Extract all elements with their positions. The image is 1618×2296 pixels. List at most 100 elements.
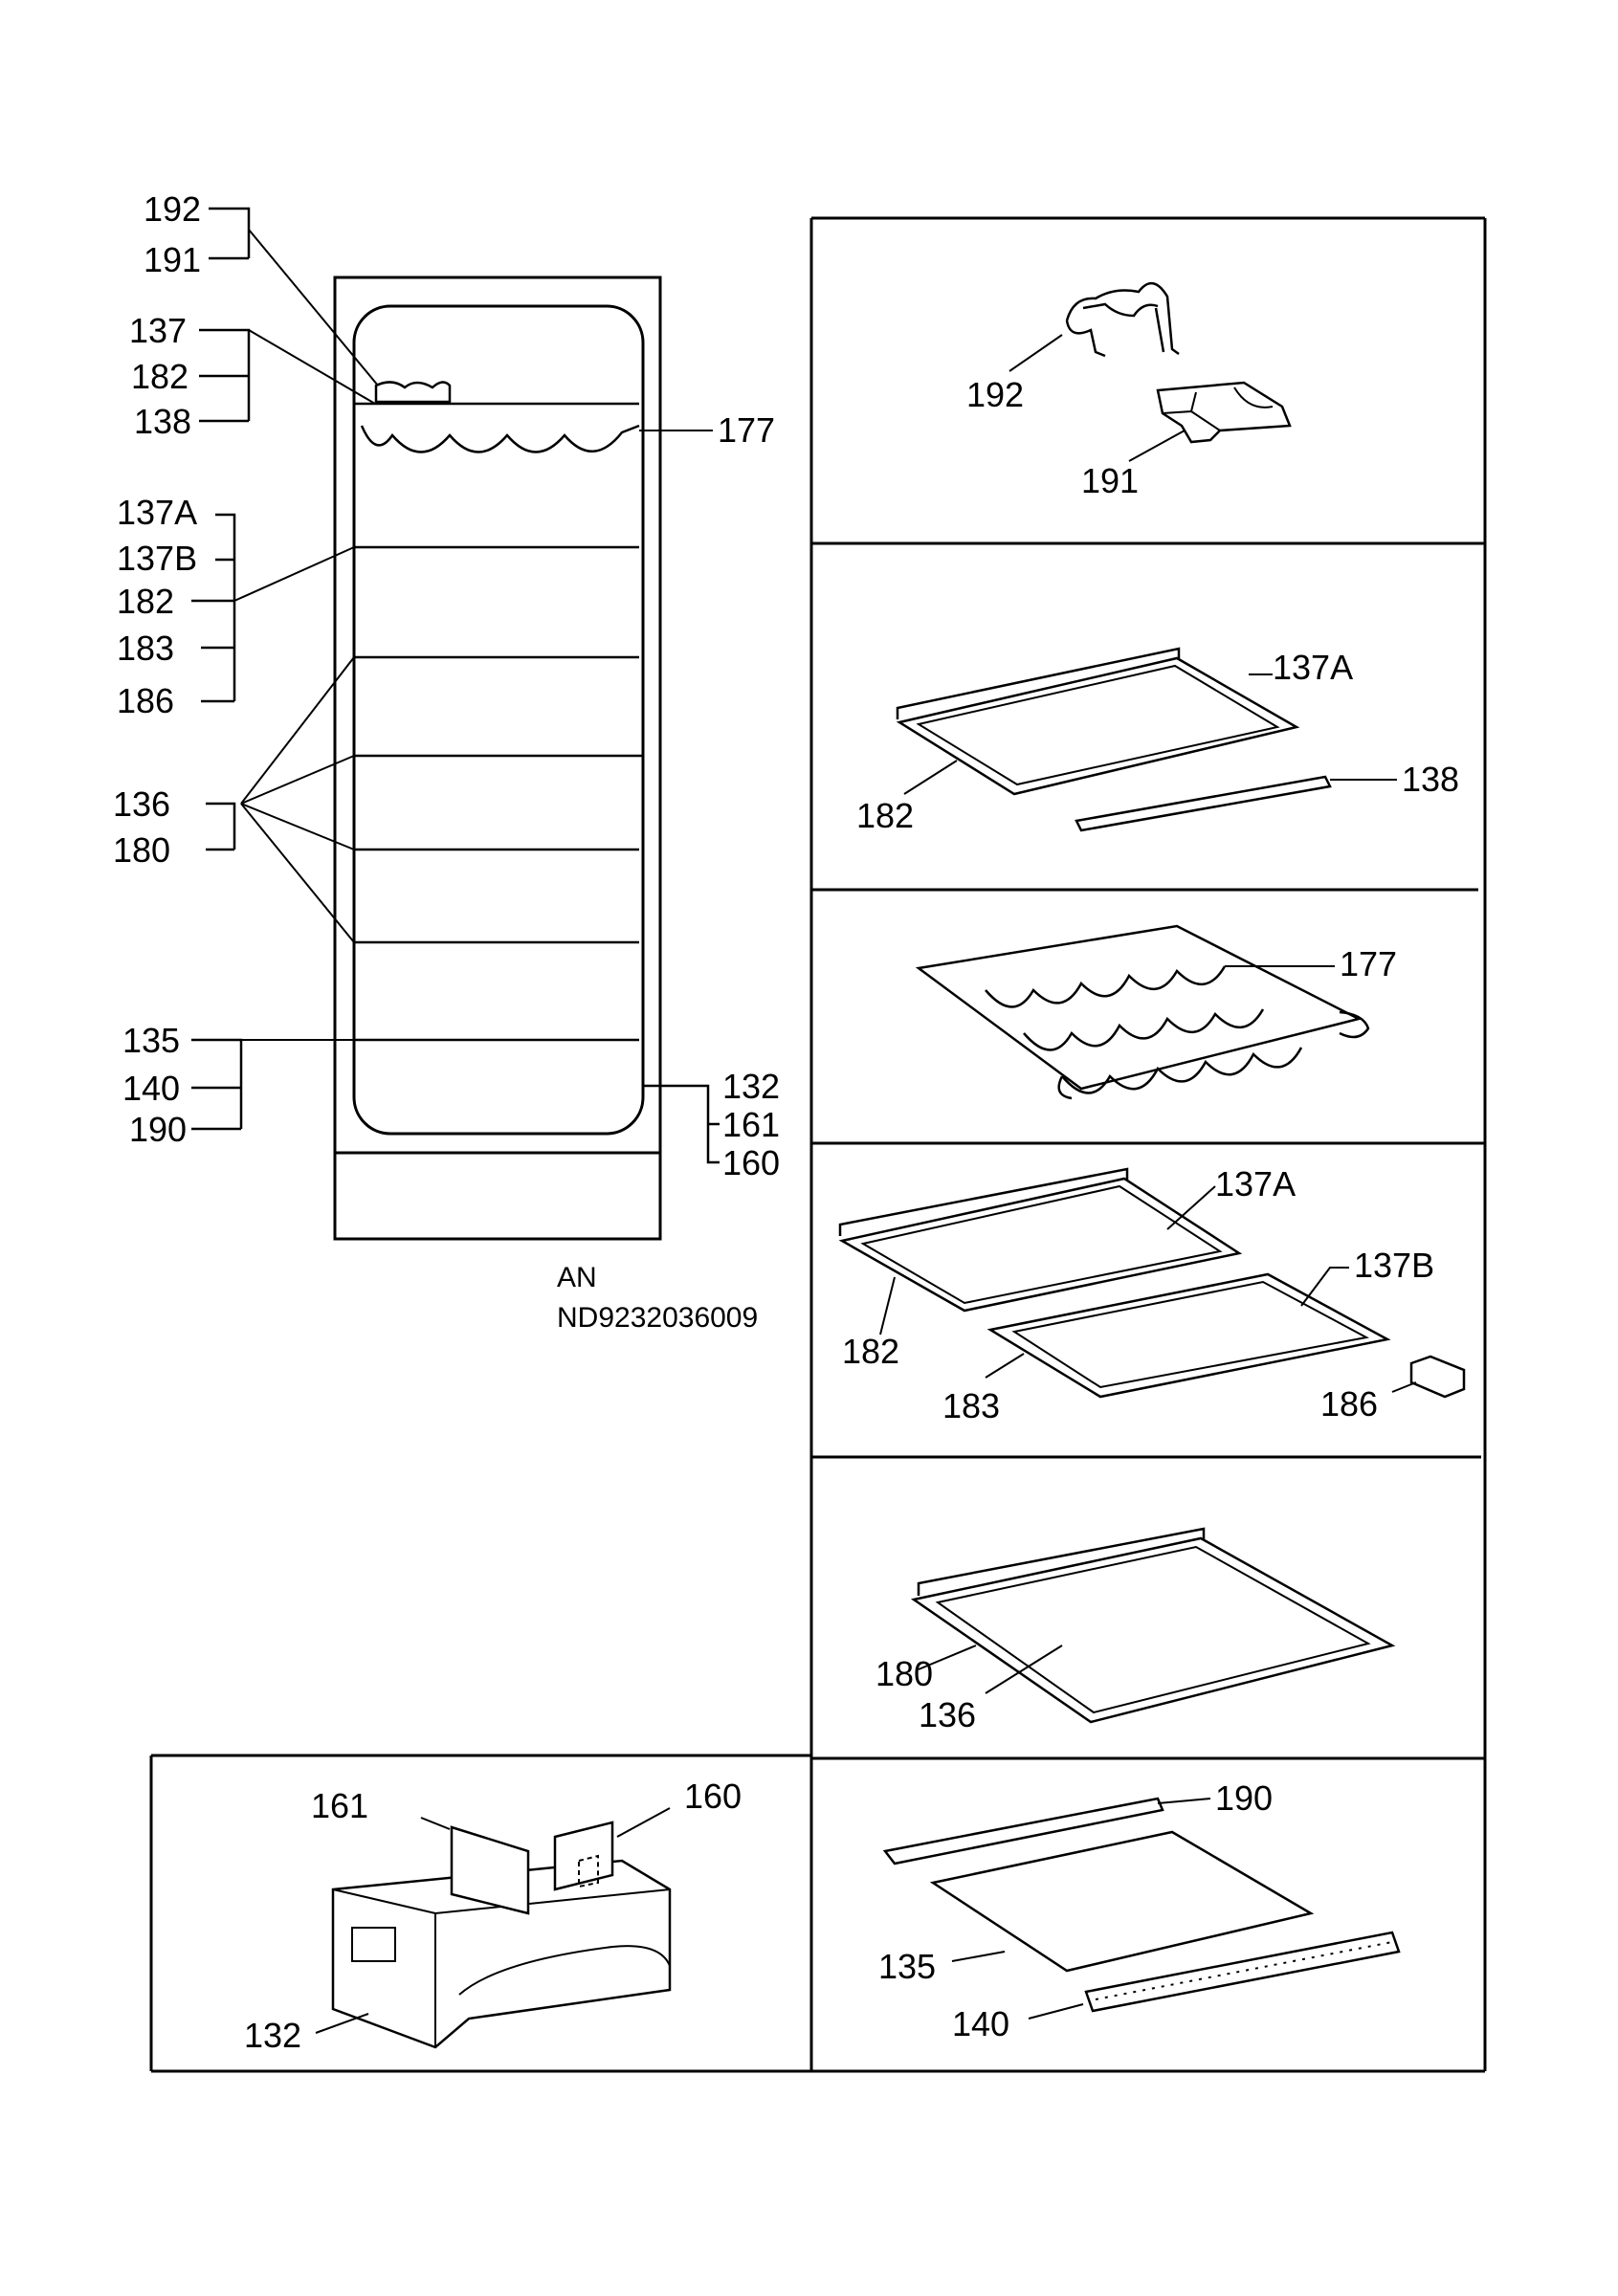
p5-label-180: 180: [875, 1654, 933, 1693]
p4-label-137A: 137A: [1215, 1164, 1296, 1203]
p7-label-190: 190: [1215, 1778, 1273, 1818]
rack-177-wave-3: [1061, 1047, 1303, 1094]
clip-191-detail: [1162, 386, 1274, 431]
panel-grid: [149, 216, 1487, 2073]
label-160: 160: [722, 1143, 780, 1182]
panel-bottle-clip: 192 191: [966, 282, 1292, 500]
leader-p4-186: [1391, 1381, 1417, 1393]
p7-label-135: 135: [878, 1947, 936, 1986]
leader-136-d: [240, 803, 355, 943]
trim-138: [1075, 775, 1332, 832]
label-182: 182: [117, 582, 174, 621]
shelf-4-137B-glass: [1011, 1280, 1369, 1389]
crisper-handle: [351, 1927, 396, 1962]
leader-137: [248, 329, 376, 405]
label-190: 190: [129, 1110, 187, 1149]
label-137: 137: [129, 311, 187, 350]
leader-p4-183: [985, 1353, 1025, 1379]
clip-192-wire: [1065, 282, 1180, 358]
bracket-137-182-138: [199, 328, 251, 423]
rack-177-hooks: [1057, 1010, 1370, 1100]
leader-p1-191: [1128, 430, 1186, 462]
p3-label-177: 177: [1340, 944, 1397, 983]
p5-label-136: 136: [919, 1695, 976, 1734]
p6-label-161: 161: [311, 1786, 368, 1825]
caption-model: AN: [557, 1262, 597, 1293]
p2-label-138: 138: [1402, 760, 1459, 799]
p1-label-192: 192: [966, 375, 1024, 414]
panel-shelf-136: 180 136: [875, 1527, 1396, 1734]
label-182-top: 182: [131, 357, 188, 396]
shelf-4-137B-frame: [986, 1272, 1391, 1399]
label-191: 191: [144, 240, 201, 279]
caption-code: ND9232036009: [557, 1302, 758, 1334]
bracket-192-191: [209, 207, 251, 260]
rack-177-wave-2: [1023, 1008, 1265, 1051]
leader-136-a: [240, 656, 355, 805]
leader-p4-137A: [1166, 1185, 1216, 1230]
shelf-4-137A-frame: [838, 1177, 1243, 1313]
trim-190: [882, 1797, 1164, 1866]
cabinet-outline: [333, 276, 662, 1241]
leader-p7-140: [1028, 2003, 1084, 2020]
glass-135: [929, 1830, 1315, 1973]
label-192: 192: [144, 189, 201, 229]
panel-wine-rack: 177: [915, 924, 1397, 1100]
panel-crisper: 161 160 132: [244, 1777, 742, 2055]
divider-160-slot: [578, 1854, 599, 1888]
leader-p4-137B: [1300, 1267, 1349, 1307]
leader-p5-136: [985, 1645, 1063, 1694]
rack-177-frame: [915, 924, 1363, 1091]
leader-p6-160: [616, 1807, 671, 1838]
leader-136-c: [240, 803, 355, 850]
label-180: 180: [113, 830, 170, 870]
label-140: 140: [122, 1069, 180, 1108]
p1-label-191: 191: [1081, 461, 1139, 500]
shelf-137A-glass: [916, 664, 1280, 786]
clip-191-body: [1156, 381, 1292, 444]
p6-label-132: 132: [244, 2016, 301, 2055]
wine-rack-line: [360, 424, 640, 453]
shelf-136-rail: [917, 1527, 1206, 1596]
leader-p6-132: [315, 2013, 369, 2034]
p4-label-183: 183: [942, 1386, 1000, 1425]
bottle-holder-shape: [374, 381, 452, 404]
label-135: 135: [122, 1021, 180, 1060]
trim-140-perforation: [1095, 1941, 1393, 2000]
leader-p6-161: [420, 1817, 451, 1830]
leader-137A: [233, 546, 355, 602]
panel-crisper-cover: 190 135 140: [878, 1778, 1401, 2043]
label-136: 136: [113, 784, 170, 824]
label-137B: 137B: [117, 539, 197, 578]
bracket-132-161-160: [643, 1084, 720, 1164]
bracket-186: [1409, 1355, 1466, 1399]
leader-p7-190: [1157, 1798, 1211, 1804]
label-132: 132: [722, 1067, 780, 1106]
label-138: 138: [134, 402, 191, 441]
bracket-135-140-190: [191, 1038, 243, 1131]
leader-p5-180: [918, 1645, 977, 1670]
label-183: 183: [117, 629, 174, 668]
p6-label-160: 160: [684, 1777, 742, 1816]
bracket-136-180: [206, 802, 236, 851]
panel-shelf-137A: 137A 138 182: [856, 647, 1459, 835]
leader-136-b: [240, 755, 355, 805]
label-177: 177: [718, 410, 775, 450]
cabinet-interior: [352, 304, 645, 1136]
rack-177-wave-1: [985, 965, 1227, 1008]
shelf-136-frame: [910, 1536, 1396, 1724]
cabinet-overview: 192 191 137 182 138 137A 137B 182 183 18…: [113, 189, 780, 1334]
shelf-137A-frame: [896, 656, 1300, 796]
shelf-137A-rail: [896, 647, 1181, 719]
crisper-132-body: [331, 1859, 672, 2049]
leader-p1-192: [1008, 334, 1063, 372]
label-137A: 137A: [117, 493, 197, 532]
p2-label-182: 182: [856, 796, 914, 835]
trim-140: [1084, 1931, 1401, 2013]
p4-label-186: 186: [1320, 1384, 1378, 1424]
crisper-132-edges: [332, 1888, 671, 2047]
p4-label-137B: 137B: [1354, 1246, 1434, 1285]
bracket-137A-186: [191, 513, 236, 703]
leader-p2-182: [903, 760, 958, 795]
